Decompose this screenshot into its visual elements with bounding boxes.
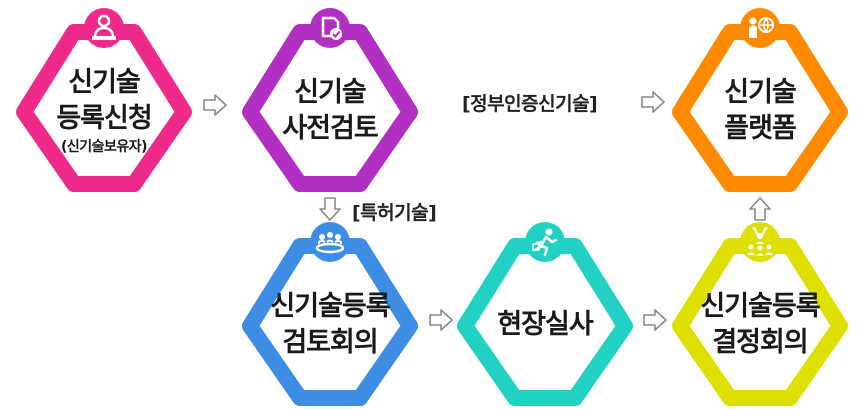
node-label: 신기술 사전검토 [260, 48, 400, 174]
edge-label-patent: [특허기술] [352, 202, 437, 224]
arrow-prereview-to-review-meeting [318, 196, 342, 222]
arrow-right-icon [643, 309, 667, 331]
node-title-line-1: 신기술 [724, 77, 797, 108]
node-title-line-1: 현장실사 [497, 309, 593, 340]
hexagon-border [242, 24, 418, 192]
edge-label-gov-certified: [정부인증신기술] [462, 93, 598, 115]
group-meeting-icon [315, 232, 345, 254]
node-review-meeting: 신기술등록 검토회의 [240, 222, 420, 408]
hexagon-border [16, 24, 192, 192]
arrow-right-icon [203, 94, 227, 116]
document-check-icon [321, 16, 342, 40]
person-globe-presentation-icon [749, 17, 774, 38]
node-subtitle: (신기술보유자) [60, 139, 148, 155]
hexagon-border [672, 238, 848, 406]
node-label: 신기술 플랫폼 [690, 48, 830, 174]
icon-badge [310, 222, 350, 262]
node-title-line-1: 신기술등록 [700, 291, 820, 322]
node-label: 현장실사 [475, 262, 615, 388]
node-prereview: 신기술 사전검토 [240, 8, 420, 194]
hexagon-frame [672, 24, 848, 192]
icon-badge [740, 8, 780, 48]
hexagon-border [672, 24, 848, 192]
icon-badge [525, 222, 565, 262]
arrow-site-to-decision [642, 308, 668, 332]
audience-raised-hands-icon [747, 226, 773, 256]
arrow-down-icon [319, 197, 341, 221]
node-title-line-2: 플랫폼 [724, 113, 797, 144]
node-title-line-1: 신기술등록 [270, 291, 390, 322]
node-label: 신기술 등록신청 (신기술보유자) [34, 48, 174, 174]
hexagon-frame [16, 24, 192, 192]
hexagon-frame [672, 238, 848, 406]
arrow-decision-to-platform [748, 196, 772, 222]
node-label: 신기술등록 검토회의 [260, 262, 400, 388]
arrow-right-icon [641, 91, 665, 113]
arrow-gov-to-platform [640, 90, 666, 114]
hexagon-frame [457, 238, 633, 406]
node-title-line-2: 사전검토 [282, 113, 378, 144]
node-decision-meeting: 신기술등록 결정회의 [670, 222, 850, 408]
person-laptop-icon [92, 14, 116, 40]
hexagon-frame [242, 24, 418, 192]
node-title-line-1: 신기술 [294, 77, 367, 108]
icon-badge [310, 8, 350, 48]
hexagon-frame [242, 238, 418, 406]
hexagon-border [457, 238, 633, 406]
hexagon-border [242, 238, 418, 406]
arrow-review-meeting-to-site [428, 308, 454, 332]
arrow-up-icon [749, 197, 771, 221]
icon-badge [740, 222, 780, 262]
node-site-inspection: 현장실사 [455, 222, 635, 408]
node-title-line-2: 결정회의 [712, 327, 808, 358]
node-platform: 신기술 플랫폼 [670, 8, 850, 194]
icon-badge [84, 8, 124, 48]
node-title-line-1: 신기술 [68, 67, 141, 98]
node-register: 신기술 등록신청 (신기술보유자) [14, 8, 194, 194]
node-title-line-2: 등록신청 [56, 103, 152, 134]
arrow-register-to-prereview [202, 93, 228, 117]
node-title-line-2: 검토회의 [282, 327, 378, 358]
running-person-icon [532, 228, 558, 257]
arrow-right-icon [429, 309, 453, 331]
node-label: 신기술등록 결정회의 [690, 262, 830, 388]
